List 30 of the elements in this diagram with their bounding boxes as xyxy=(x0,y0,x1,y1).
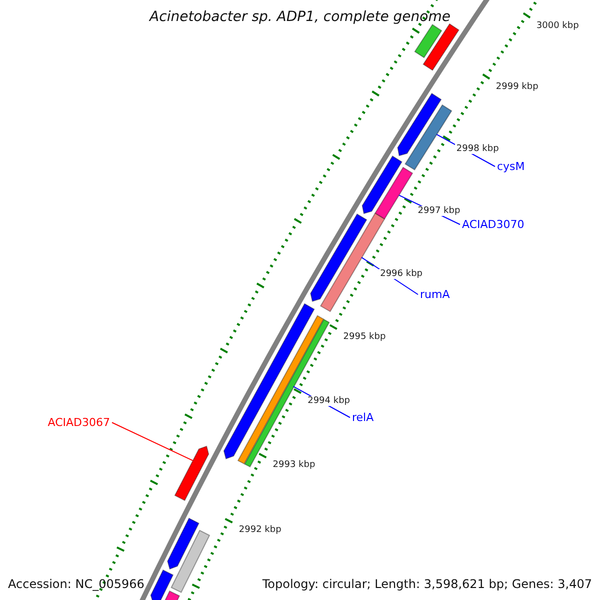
tick-label: 2997 kbp xyxy=(416,206,462,216)
gene-feature xyxy=(414,24,442,58)
gene-label: rumA xyxy=(420,288,450,301)
tick-label: 2992 kbp xyxy=(238,525,282,536)
gene-label: relA xyxy=(352,411,374,424)
tick-label: 2999 kbp xyxy=(494,82,540,92)
tick-label: 3000 kbp xyxy=(535,20,580,31)
gene-feature xyxy=(244,318,330,468)
tick-label: 2995 kbp xyxy=(342,332,387,342)
tick-label: 2996 kbp xyxy=(379,268,424,279)
accession-text: Accession: NC_005966 xyxy=(7,576,146,592)
gene-feature xyxy=(422,23,460,71)
tick-label: 2993 kbp xyxy=(272,460,316,470)
gene-feature xyxy=(362,155,402,214)
genome-summary-text: Topology: circular; Length: 3,598,621 bp; Genes: 3,407 xyxy=(261,576,593,592)
gene-label: ACIAD3067 xyxy=(48,416,110,429)
tick-label: 2998 kbp xyxy=(455,144,500,154)
gene-feature xyxy=(310,213,368,302)
gene-feature xyxy=(374,166,414,220)
gene-label: cysM xyxy=(497,160,525,173)
gene-feature xyxy=(170,530,210,593)
leader-line xyxy=(112,422,194,462)
gene-feature xyxy=(174,446,210,502)
gene-feature xyxy=(404,104,452,170)
gene-label: ACIAD3070 xyxy=(462,218,524,231)
tick-label: 2994 kbp xyxy=(306,396,351,406)
title: Acinetobacter sp. ADP1, complete genome xyxy=(148,9,452,25)
gene-feature xyxy=(150,569,174,600)
gene-feature xyxy=(167,518,200,570)
gene-feature xyxy=(397,92,442,156)
